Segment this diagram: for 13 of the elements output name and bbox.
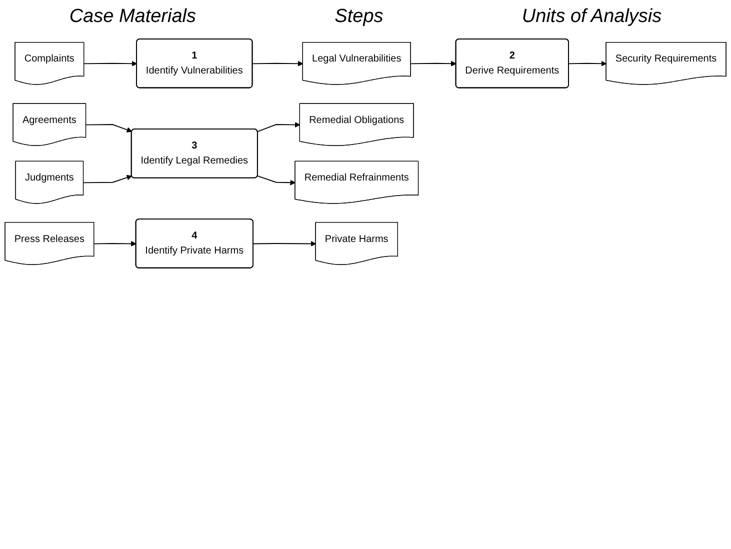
arrow — [410, 60, 456, 66]
column-heading: Units of Analysis — [522, 6, 662, 28]
arrow — [83, 174, 132, 184]
arrow — [252, 60, 304, 66]
arrow — [568, 60, 607, 66]
arrow — [252, 241, 316, 246]
arrow — [84, 60, 138, 66]
arrow — [86, 124, 132, 132]
column-heading: Steps — [334, 6, 384, 28]
arrow — [257, 176, 296, 186]
column-heading: Case Materials — [69, 6, 196, 28]
arrow — [257, 122, 300, 132]
arrow — [94, 240, 136, 246]
